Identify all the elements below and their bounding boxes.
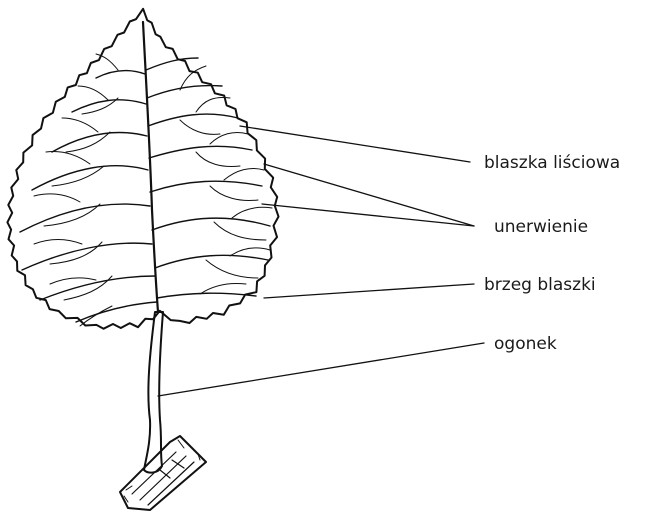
leader-lines xyxy=(157,125,485,397)
label-margin: brzeg blaszki xyxy=(484,275,596,295)
labels: blaszka liściowa unerwienie brzeg blaszk… xyxy=(484,153,620,354)
midrib xyxy=(141,20,160,314)
leader-line-petiole xyxy=(157,342,485,397)
leaf-blade xyxy=(6,7,280,330)
leader-line-venation-1 xyxy=(263,163,475,227)
leader-line-margin xyxy=(263,283,475,299)
leader-line-blade xyxy=(239,125,471,163)
petiole xyxy=(143,311,164,474)
label-blade: blaszka liściowa xyxy=(484,153,620,173)
label-venation: unerwienie xyxy=(494,217,588,237)
twig xyxy=(119,435,207,511)
leaf-veins xyxy=(19,20,273,327)
label-petiole: ogonek xyxy=(494,334,557,354)
leader-line-venation-2 xyxy=(261,203,475,227)
